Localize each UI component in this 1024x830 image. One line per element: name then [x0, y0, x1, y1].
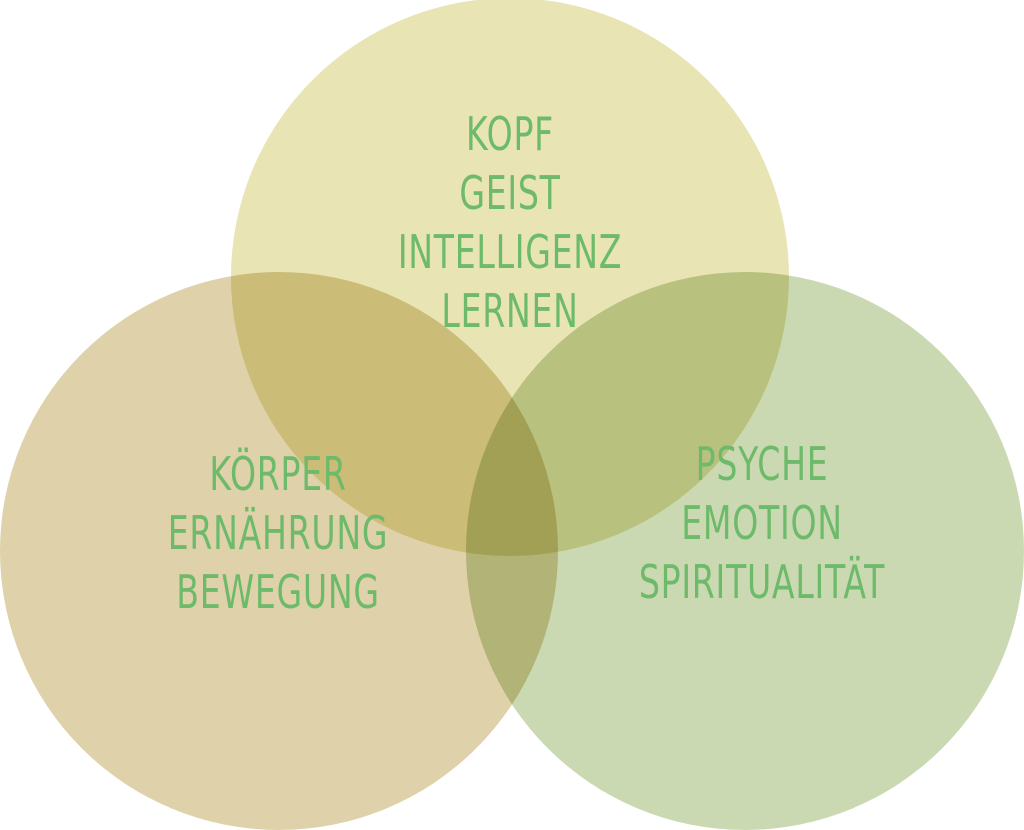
circle-right-labels: PSYCHE EMOTION SPIRITUALITÄT	[546, 435, 978, 612]
circle-left-labels: KÖRPER ERNÄHRUNG BEWEGUNG	[62, 445, 494, 622]
label-geist: GEIST	[459, 166, 561, 220]
label-bewegung: BEWEGUNG	[176, 565, 380, 619]
label-koerper: KÖRPER	[209, 447, 347, 501]
venn-circle-left	[0, 272, 558, 830]
label-psyche: PSYCHE	[695, 437, 829, 491]
label-lernen: LERNEN	[441, 284, 579, 338]
label-emotion: EMOTION	[681, 496, 843, 550]
label-kopf: KOPF	[466, 107, 554, 161]
label-ernaehrung: ERNÄHRUNG	[167, 506, 389, 560]
label-intelligenz: INTELLIGENZ	[397, 225, 623, 279]
label-spiritualitaet: SPIRITUALITÄT	[638, 555, 886, 609]
circle-top-labels: KOPF GEIST INTELLIGENZ LERNEN	[294, 105, 726, 341]
venn-circle-right	[466, 272, 1024, 830]
